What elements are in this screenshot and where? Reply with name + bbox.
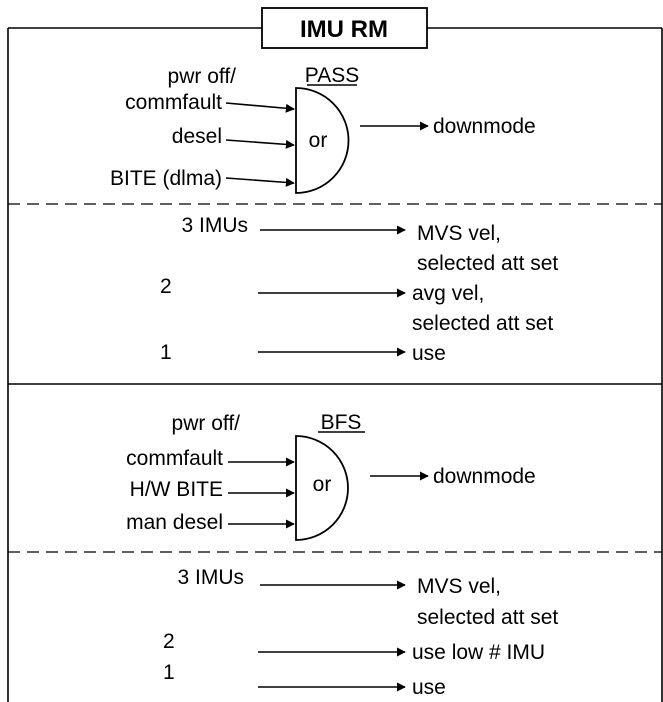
pass-vote-1-result1: use bbox=[412, 342, 446, 365]
pass-input-pwr-off: pwr off/ bbox=[168, 65, 237, 88]
pass-input-arrow-3 bbox=[225, 177, 295, 187]
bfs-vote-3-result1: MVS vel, bbox=[417, 575, 501, 598]
bfs-or-gate bbox=[295, 435, 349, 541]
bfs-vote-2-result1: use low # IMU bbox=[412, 641, 545, 664]
pass-vote-3-count: 3 IMUs bbox=[181, 214, 248, 237]
bfs-section: BFS pwr off/ commfault H/W BITE man dese… bbox=[126, 411, 558, 699]
bfs-output: downmode bbox=[433, 465, 536, 488]
pass-input-arrow-1 bbox=[225, 102, 295, 113]
bfs-vote-2-count: 2 bbox=[163, 630, 175, 653]
pass-input-arrow-2 bbox=[225, 139, 295, 149]
pass-vote-3-result1: MVS vel, bbox=[417, 222, 501, 245]
pass-vote-2-count: 2 bbox=[160, 275, 172, 298]
bfs-vote-1-result1: use bbox=[412, 676, 446, 699]
bfs-input-hw-bite: H/W BITE bbox=[130, 478, 223, 501]
bfs-input-pwr-off: pwr off/ bbox=[172, 412, 241, 435]
bfs-vote-1-count: 1 bbox=[163, 661, 175, 684]
bfs-gate-label: or bbox=[313, 473, 332, 496]
pass-vote-2-result2: selected att set bbox=[412, 312, 553, 335]
pass-vote-1-count: 1 bbox=[160, 341, 172, 364]
pass-vote-3-result2: selected att set bbox=[417, 252, 558, 275]
pass-gate-label: or bbox=[309, 129, 328, 152]
bfs-vote-3-result2: selected att set bbox=[417, 606, 558, 629]
bfs-label: BFS bbox=[321, 411, 362, 434]
bfs-input-commfault: commfault bbox=[126, 447, 223, 470]
bfs-vote-3-count: 3 IMUs bbox=[177, 566, 244, 589]
pass-input-commfault: commfault bbox=[125, 91, 222, 114]
pass-section: PASS pwr off/ commfault desel BITE (dlma… bbox=[110, 64, 558, 365]
pass-input-desel: desel bbox=[172, 125, 222, 148]
pass-output: downmode bbox=[433, 115, 536, 138]
pass-label: PASS bbox=[305, 64, 359, 87]
pass-or-gate bbox=[295, 87, 350, 194]
pass-vote-2-result1: avg vel, bbox=[412, 282, 484, 305]
title-box: IMU RM bbox=[261, 7, 428, 49]
diagram-title: IMU RM bbox=[300, 16, 388, 43]
outer-frame bbox=[7, 27, 663, 702]
pass-input-bite: BITE (dlma) bbox=[110, 167, 222, 190]
bfs-input-man-desel: man desel bbox=[126, 511, 223, 534]
